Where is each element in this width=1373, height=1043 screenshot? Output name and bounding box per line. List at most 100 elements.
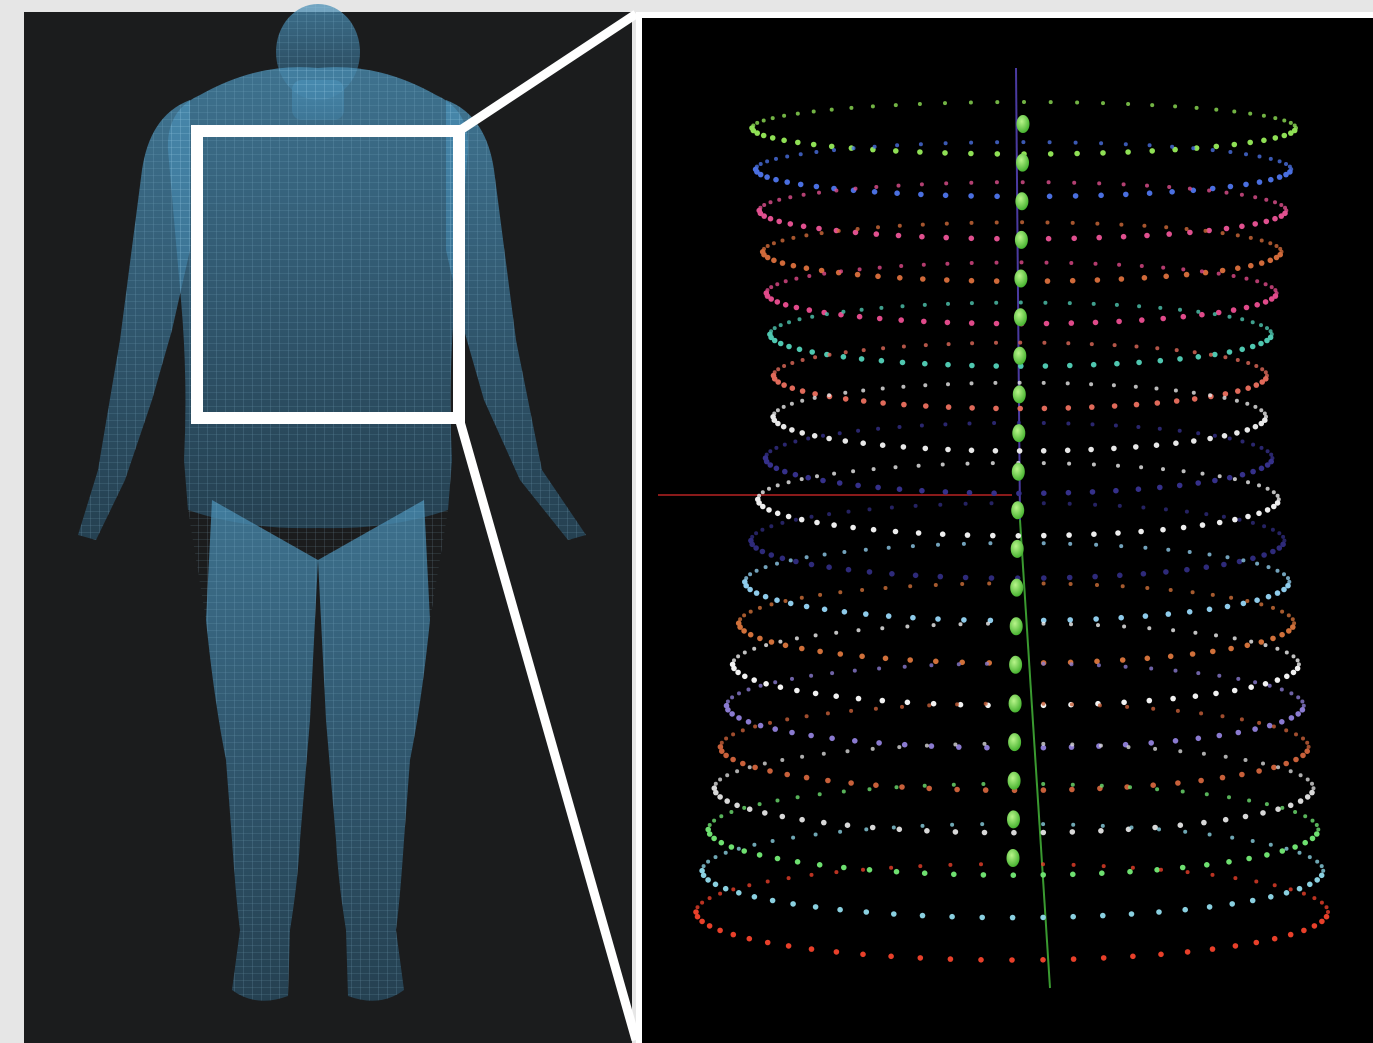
ring-point <box>1245 277 1249 281</box>
ring-point <box>967 490 973 496</box>
ring-point <box>981 782 985 786</box>
ring-point <box>994 321 1000 327</box>
ring-point <box>787 480 791 484</box>
ring-point <box>748 572 752 576</box>
ring-point <box>1258 155 1262 159</box>
ring-point <box>812 391 818 397</box>
ring-point <box>762 119 766 123</box>
ring-point <box>1115 530 1121 536</box>
ring-point <box>1167 185 1171 189</box>
ring-point <box>935 616 941 622</box>
ring-point <box>983 787 989 793</box>
ring-point <box>799 430 805 436</box>
ring-point <box>1238 518 1242 522</box>
ring-point <box>1188 187 1192 191</box>
ring-point <box>1196 431 1200 435</box>
ring-point <box>800 755 804 759</box>
ring-point <box>1207 189 1211 193</box>
ring-point <box>1289 121 1293 125</box>
ring-point <box>768 721 772 725</box>
ring-point <box>1201 820 1207 826</box>
ring-point <box>1250 344 1256 350</box>
ring-point <box>1232 688 1238 694</box>
ring-point <box>1301 928 1307 934</box>
ring-point <box>862 348 866 352</box>
ring-point <box>1017 406 1023 412</box>
ring-point <box>744 576 748 580</box>
ring-point <box>810 873 814 877</box>
ring-point <box>812 433 818 439</box>
ring-point <box>856 429 860 433</box>
ring-point <box>932 623 936 627</box>
ring-point <box>1200 522 1206 528</box>
ring-point <box>1214 144 1220 150</box>
ring-point <box>938 503 942 507</box>
ring-point <box>1070 662 1074 666</box>
ring-point <box>1245 402 1249 406</box>
ring-point <box>1227 795 1231 799</box>
ring-point <box>943 193 949 199</box>
ring-point <box>920 913 926 919</box>
ring-point <box>809 946 815 952</box>
ring-point <box>793 472 799 478</box>
ring-point <box>737 691 741 695</box>
ring-point <box>1256 511 1262 517</box>
ring-point <box>1299 773 1303 777</box>
ring-point <box>776 483 780 487</box>
ring-point <box>938 574 944 580</box>
ring-point <box>920 424 924 428</box>
ring-point <box>1139 465 1143 469</box>
ring-point <box>782 405 786 409</box>
ring-point <box>1153 747 1157 751</box>
ring-point <box>790 385 796 391</box>
ring-point <box>775 299 781 305</box>
ring-point <box>1292 654 1296 658</box>
ring-point <box>712 819 716 823</box>
ring-point <box>887 546 891 550</box>
ring-point <box>799 646 805 652</box>
ring-point <box>894 190 900 196</box>
ring-point <box>817 191 821 195</box>
ring-point <box>714 855 718 859</box>
ring-point <box>943 101 947 105</box>
ring-point <box>927 703 931 707</box>
ring-point <box>1074 151 1080 157</box>
ring-point <box>1217 674 1221 678</box>
ring-point <box>1260 446 1264 450</box>
ring-point <box>1099 870 1105 876</box>
ring-point <box>786 514 792 520</box>
ring-point <box>986 622 990 626</box>
ring-point <box>874 231 880 237</box>
ring-point <box>769 285 773 289</box>
ring-point <box>918 864 922 868</box>
ring-point <box>983 742 987 746</box>
ring-point <box>699 868 705 874</box>
ring-point <box>1282 572 1286 576</box>
ring-point <box>1192 391 1196 395</box>
ring-point <box>1279 632 1285 638</box>
ring-point <box>841 310 845 314</box>
ring-point <box>1223 355 1227 359</box>
ring-point <box>791 836 795 840</box>
ring-point <box>785 717 789 721</box>
ring-point <box>883 656 889 662</box>
ring-point <box>1252 726 1258 732</box>
ring-point <box>859 356 865 362</box>
ring-point <box>1293 757 1299 763</box>
ring-point <box>724 737 728 741</box>
ring-point <box>1264 198 1268 202</box>
ring-point <box>875 485 881 491</box>
center-marker <box>1014 308 1027 326</box>
ring-point <box>1175 780 1181 786</box>
ring-point <box>804 265 810 271</box>
ring-point <box>874 185 878 189</box>
ring-point <box>763 762 767 766</box>
ring-point <box>1121 234 1127 240</box>
ring-point <box>783 643 789 649</box>
ring-point <box>841 865 847 871</box>
ring-point <box>877 667 881 671</box>
ring-point <box>1164 507 1168 511</box>
ring-point <box>1114 361 1120 367</box>
ring-point <box>1073 193 1079 199</box>
ring-point <box>1184 272 1190 278</box>
